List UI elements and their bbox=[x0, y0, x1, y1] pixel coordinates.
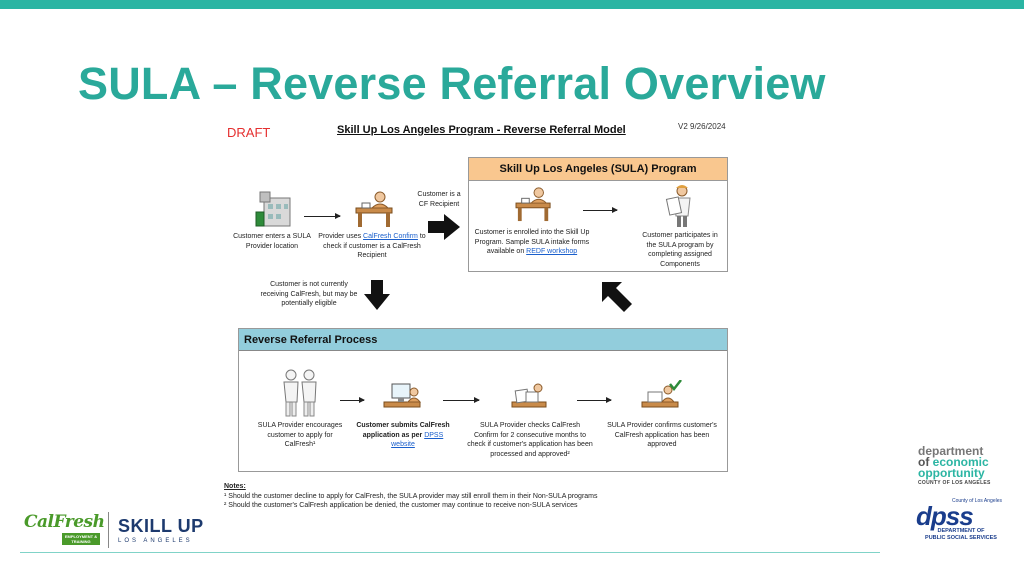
rr-arrow-1 bbox=[340, 397, 365, 403]
step-enrolled: Customer is enrolled into the Skill Up P… bbox=[474, 229, 590, 255]
notes-section: Notes: ¹ Should the customer decline to … bbox=[224, 482, 598, 511]
model-title: Skill Up Los Angeles Program - Reverse R… bbox=[337, 124, 626, 136]
rr-arrow-2 bbox=[443, 397, 480, 403]
calfresh-logo: CalFresh EMPLOYMENT & TRAINING bbox=[24, 512, 105, 545]
arrow-up-left-bold-icon bbox=[602, 282, 632, 312]
top-accent-bar bbox=[0, 0, 1024, 9]
papers-icon bbox=[511, 383, 547, 408]
logo-divider bbox=[108, 512, 109, 548]
sula-program-heading: Skill Up Los Angeles (SULA) Program bbox=[469, 158, 727, 181]
step-provider-check: Provider uses CalFresh Confirm to check … bbox=[318, 233, 426, 259]
building-icon bbox=[255, 191, 291, 227]
dpss-logo: County of Los Angeles dpss DEPARTMENT OF… bbox=[916, 498, 1002, 541]
draft-label: DRAFT bbox=[227, 125, 271, 140]
slide-title: SULA – Reverse Referral Overview bbox=[78, 58, 826, 109]
step-participates: Customer participates in the SULA progra… bbox=[642, 232, 718, 268]
arrow-down-bold-icon bbox=[364, 280, 390, 310]
two-people-icon bbox=[283, 369, 317, 417]
note-2: ² Should the customer's CalFresh applica… bbox=[224, 502, 578, 509]
branch-cf-recipient: Customer is a CF Recipient bbox=[417, 191, 461, 208]
rr-arrow-3 bbox=[577, 397, 612, 403]
step-enter-provider: Customer enters a SULA Provider location bbox=[233, 233, 311, 250]
checkmark-icon bbox=[641, 380, 682, 408]
reverse-referral-heading: Reverse Referral Process bbox=[239, 329, 727, 351]
arrow-right-bold-icon bbox=[428, 214, 460, 240]
provider-desk-icon bbox=[355, 191, 393, 227]
sula-program-box: Skill Up Los Angeles (SULA) Program bbox=[468, 157, 728, 272]
notes-title: Notes: bbox=[224, 483, 246, 490]
skillup-logo: SKILL UP LOS ANGELES bbox=[118, 516, 204, 544]
version-label: V2 9/26/2024 bbox=[678, 122, 726, 131]
arrow-right-sula bbox=[583, 207, 618, 213]
branch-not-receiving: Customer is not currently receiving CalF… bbox=[260, 281, 358, 307]
note-1: ¹ Should the customer decline to apply f… bbox=[224, 492, 598, 500]
redf-workshop-link[interactable]: REDF workshop bbox=[526, 248, 578, 255]
arrow-right-1 bbox=[304, 213, 341, 219]
provider-desk-icon bbox=[515, 187, 551, 222]
dpss-website-link[interactable]: DPSS website bbox=[391, 431, 444, 449]
calfresh-confirm-link[interactable]: CalFresh Confirm bbox=[363, 233, 418, 240]
rr-step-encourage: SULA Provider encourages customer to app… bbox=[257, 422, 343, 448]
deo-logo: department of economic opportunity COUNT… bbox=[918, 444, 991, 486]
rr-step-check: SULA Provider checks CalFresh Confirm fo… bbox=[467, 422, 593, 458]
reverse-referral-box: Reverse Referral Process bbox=[238, 328, 728, 472]
computer-icon bbox=[383, 383, 422, 408]
rr-step-submit: Customer submits CalFresh application as… bbox=[356, 422, 450, 449]
bottom-rule bbox=[20, 552, 880, 553]
rr-step-confirm: SULA Provider confirms customer's CalFre… bbox=[607, 422, 717, 448]
person-clipboard-icon bbox=[665, 185, 691, 227]
